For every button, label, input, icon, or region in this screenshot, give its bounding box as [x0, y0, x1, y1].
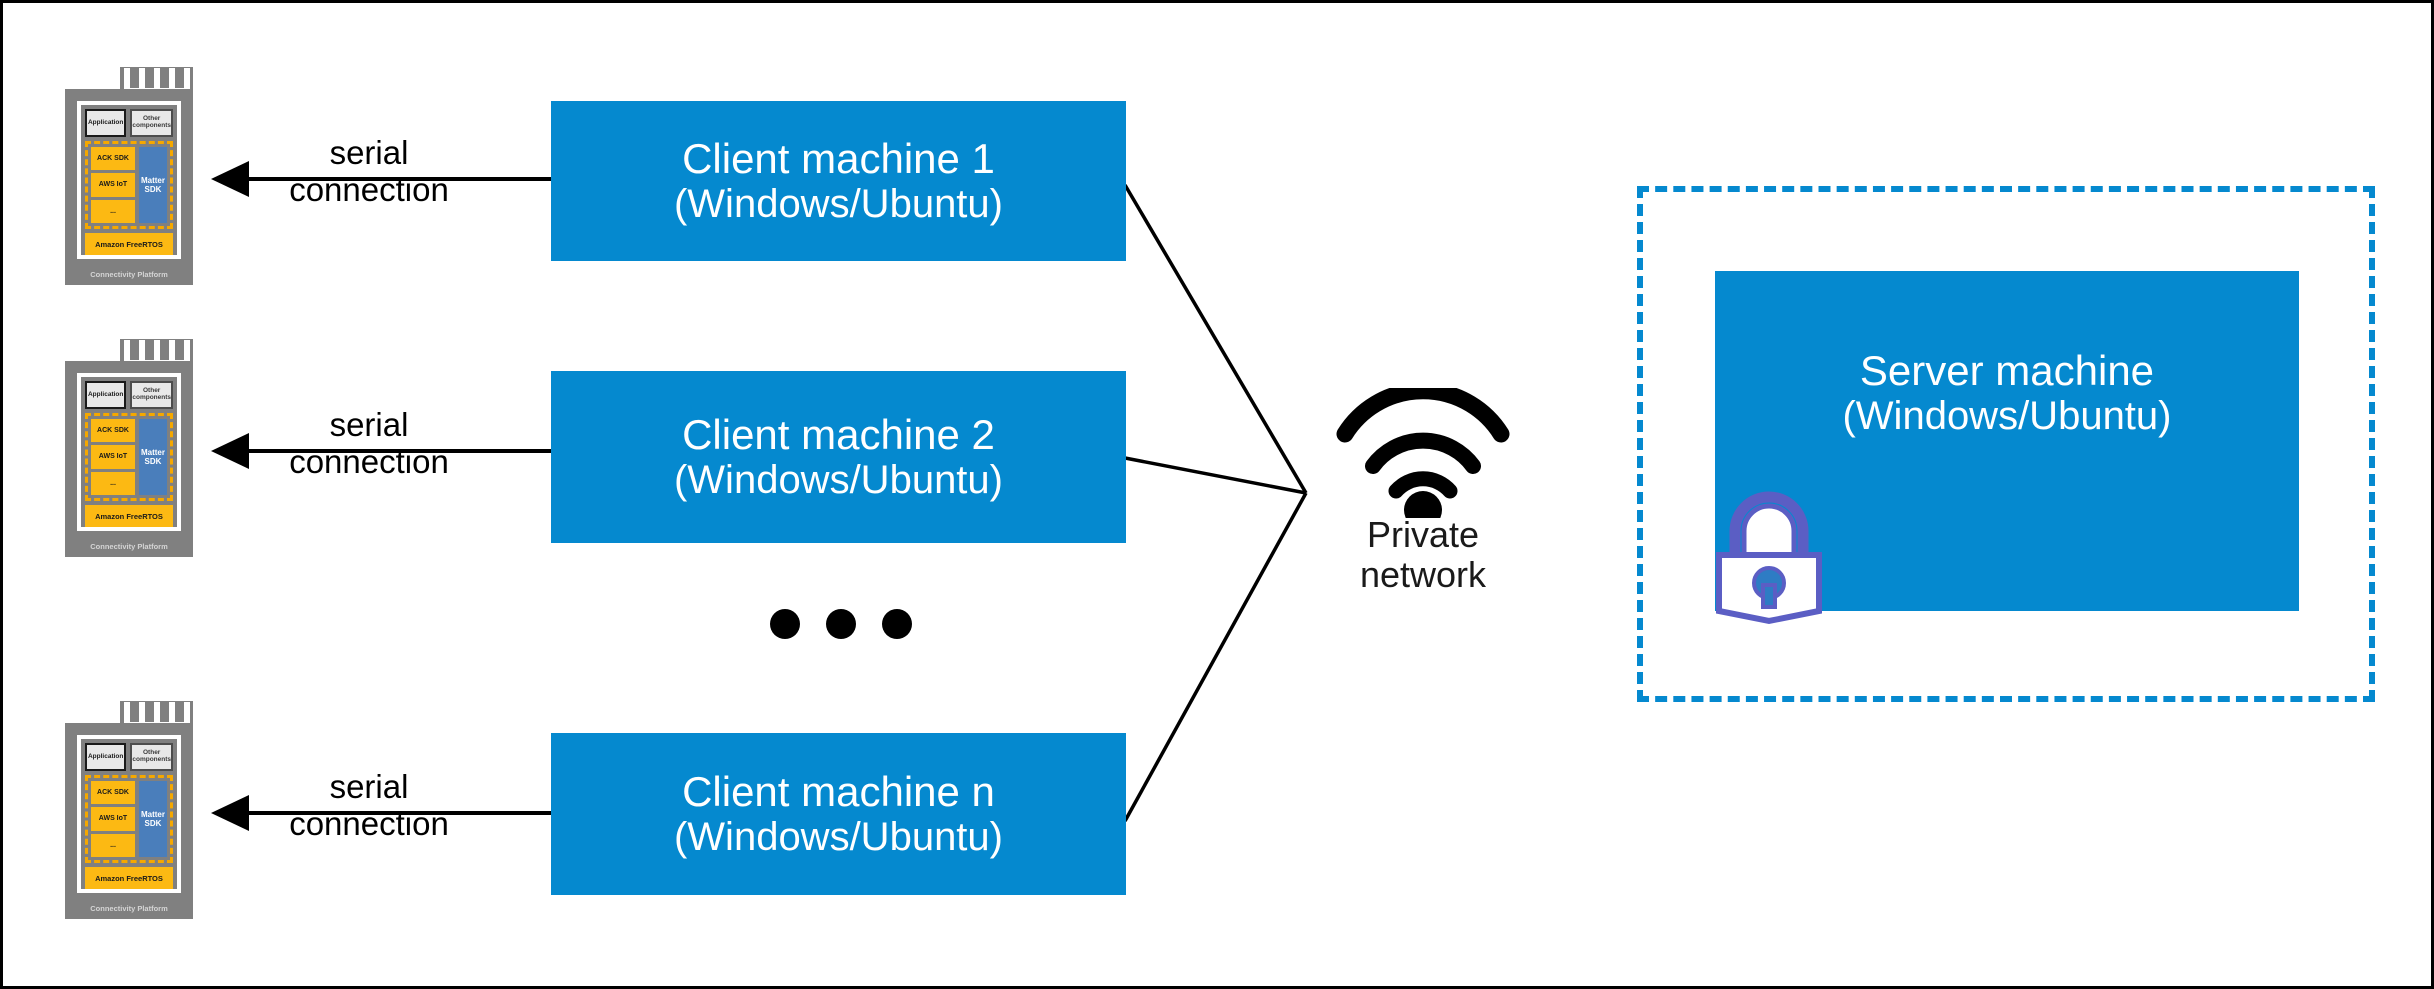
client-machine-2-name: Client machine 2 — [682, 411, 995, 459]
device-sdk-zone: ACK SDK AWS IoT ... Matter SDK — [85, 141, 173, 229]
device-other-components-box: Other components — [130, 109, 173, 137]
device-other-components-box: Other components — [130, 743, 173, 771]
device-ack-sdk: ACK SDK — [91, 419, 135, 443]
client-machine-2-box[interactable]: Client machine 2 (Windows/Ubuntu) — [551, 371, 1126, 543]
device-aws-iot: AWS IoT — [91, 173, 135, 197]
device-sdk-zone: ACK SDK AWS IoT ... Matter SDK — [85, 413, 173, 501]
device-matter-sdk: Matter SDK — [139, 781, 167, 857]
network-link-lines — [1123, 184, 1308, 822]
client-machine-1-name: Client machine 1 — [682, 135, 995, 183]
server-machine-box[interactable]: Server machine (Windows/Ubuntu) — [1715, 271, 2299, 611]
device-platform-label: Connectivity Platform — [90, 542, 168, 551]
client-machine-1-box[interactable]: Client machine 1 (Windows/Ubuntu) — [551, 101, 1126, 261]
device-antenna-teeth — [124, 702, 190, 724]
serial-label-bottom: connection — [289, 442, 449, 480]
private-network-line2: network — [1359, 554, 1487, 596]
device-stack-frame: Application Other components ACK SDK AWS… — [77, 101, 181, 259]
ellipsis-dots — [770, 609, 912, 639]
device-more-sdks: ... — [91, 833, 135, 857]
private-network-label: Private network — [1303, 514, 1543, 596]
device-other-components-box: Other components — [130, 381, 173, 409]
device-aws-iot: AWS IoT — [91, 445, 135, 469]
embedded-device-1: Application Other components ACK SDK AWS… — [65, 63, 193, 285]
device-antenna-teeth — [124, 68, 190, 90]
serial-connection-label-1: serial connection — [239, 134, 499, 209]
device-os: Amazon FreeRTOS — [85, 233, 173, 255]
client-machine-n-name: Client machine n — [682, 768, 995, 816]
device-application-box: Application — [85, 743, 127, 771]
device-aws-iot: AWS IoT — [91, 807, 135, 831]
serial-label-top: serial — [329, 134, 409, 171]
device-application-box: Application — [85, 109, 127, 137]
ellipsis-dot — [882, 609, 912, 639]
client-machine-2-os: (Windows/Ubuntu) — [673, 458, 1003, 503]
ellipsis-dot — [770, 609, 800, 639]
client-machine-1-os: (Windows/Ubuntu) — [673, 182, 1003, 227]
client-machine-n-box[interactable]: Client machine n (Windows/Ubuntu) — [551, 733, 1126, 895]
serial-label-top: serial — [329, 768, 409, 805]
serial-connection-label-2: serial connection — [239, 406, 499, 481]
serial-label-top: serial — [329, 406, 409, 443]
serial-connection-label-3: serial connection — [239, 768, 499, 843]
device-more-sdks: ... — [91, 471, 135, 495]
device-platform-label: Connectivity Platform — [90, 904, 168, 913]
ellipsis-dot — [826, 609, 856, 639]
device-matter-sdk: Matter SDK — [139, 419, 167, 495]
private-network-line1: Private — [1366, 514, 1480, 555]
device-platform-label: Connectivity Platform — [90, 270, 168, 279]
device-matter-sdk: Matter SDK — [139, 147, 167, 223]
device-ack-sdk: ACK SDK — [91, 147, 135, 171]
serial-label-bottom: connection — [289, 804, 449, 842]
device-os: Amazon FreeRTOS — [85, 505, 173, 527]
lock-icon — [1716, 491, 1822, 625]
device-stack-frame: Application Other components ACK SDK AWS… — [77, 735, 181, 893]
wifi-icon — [1336, 388, 1510, 518]
device-application-box: Application — [85, 381, 127, 409]
device-sdk-zone: ACK SDK AWS IoT ... Matter SDK — [85, 775, 173, 863]
device-more-sdks: ... — [91, 199, 135, 223]
device-os: Amazon FreeRTOS — [85, 867, 173, 889]
serial-label-bottom: connection — [289, 170, 449, 208]
server-network-boundary — [1637, 186, 2375, 702]
embedded-device-2: Application Other components ACK SDK AWS… — [65, 335, 193, 557]
server-machine-name: Server machine — [1859, 347, 2155, 395]
device-ack-sdk: ACK SDK — [91, 781, 135, 805]
client-machine-n-os: (Windows/Ubuntu) — [673, 815, 1003, 860]
device-antenna-teeth — [124, 340, 190, 362]
embedded-device-3: Application Other components ACK SDK AWS… — [65, 697, 193, 919]
server-machine-os: (Windows/Ubuntu) — [1842, 394, 2172, 439]
device-stack-frame: Application Other components ACK SDK AWS… — [77, 373, 181, 531]
